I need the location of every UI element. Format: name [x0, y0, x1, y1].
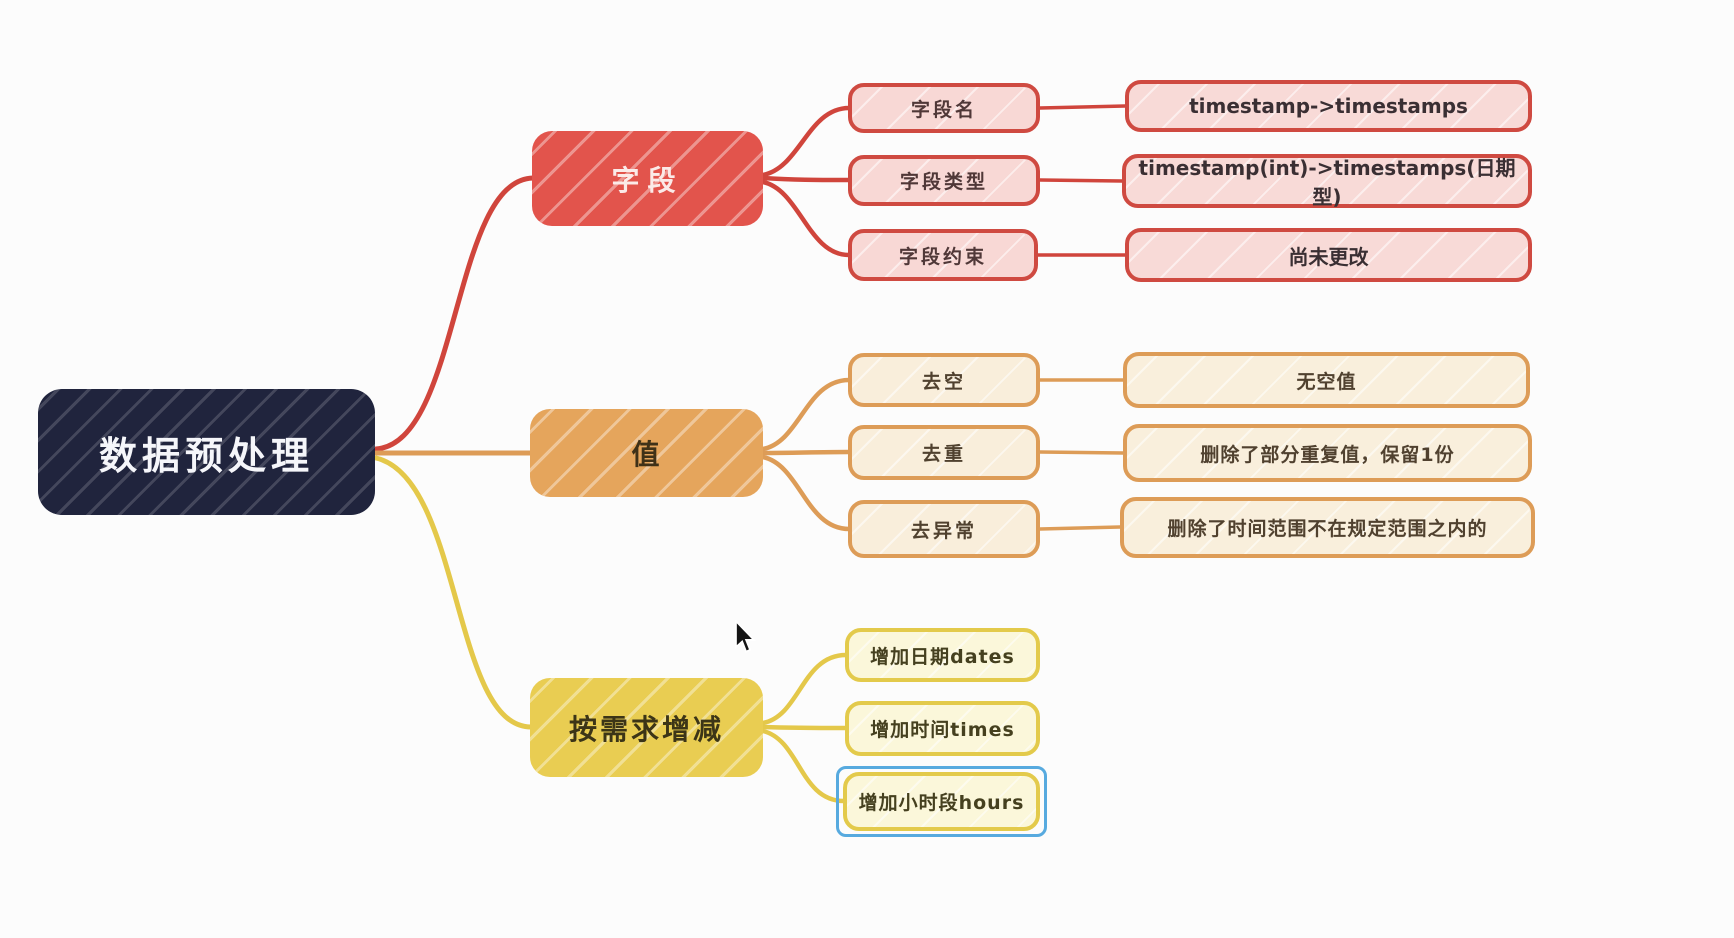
root-node[interactable]: 数据预处理 [38, 389, 375, 515]
connector-adjust-2 [760, 724, 849, 731]
connector-adjust-1 [760, 652, 849, 726]
child-node-add-times[interactable]: 增加时间times [845, 701, 1040, 756]
connector-fields-leaf-2 [1038, 178, 1124, 183]
branch-node-adjust[interactable]: 按需求增减 [530, 678, 763, 777]
connector-values-leaf-3 [1038, 525, 1122, 531]
leaf-node-field-type-detail-label: timestamp(int)->timestamps(日期型) [1138, 156, 1516, 209]
branch-node-values[interactable]: 值 [530, 409, 763, 497]
connector-fields-leaf-1 [1038, 104, 1127, 110]
selection-box [836, 766, 1047, 837]
connector-root-fields [373, 175, 536, 452]
connector-values-1 [760, 377, 852, 452]
branch-node-adjust-label: 按需求增减 [568, 712, 724, 746]
leaf-node-remove-null-detail[interactable]: 无空值 [1123, 352, 1530, 408]
child-node-field-type[interactable]: 字段类型 [848, 155, 1040, 206]
connector-fields-1 [760, 105, 852, 178]
child-node-dedupe[interactable]: 去重 [848, 425, 1040, 480]
child-node-field-type-label: 字段类型 [899, 171, 988, 193]
mouse-cursor [735, 620, 757, 653]
leaf-node-remove-outlier-detail[interactable]: 删除了时间范围不在规定范围之内的 [1120, 497, 1535, 558]
root-node-label: 数据预处理 [98, 433, 314, 478]
branch-node-fields-label: 字段 [611, 163, 684, 197]
connector-root-adjust [373, 455, 534, 730]
child-node-add-dates[interactable]: 增加日期dates [845, 628, 1040, 682]
branch-node-values-label: 值 [631, 438, 662, 471]
child-node-add-dates-label: 增加日期dates [870, 645, 1015, 668]
child-node-remove-null[interactable]: 去空 [848, 353, 1040, 407]
connector-adjust-3 [760, 728, 847, 804]
leaf-node-field-type-detail[interactable]: timestamp(int)->timestamps(日期型) [1122, 154, 1532, 209]
connector-values-3 [760, 454, 852, 532]
leaf-node-field-name-detail[interactable]: timestamp->timestamps [1125, 80, 1532, 132]
connector-fields-2 [760, 175, 852, 183]
leaf-node-remove-outlier-detail-label: 删除了时间范围不在规定范围之内的 [1167, 518, 1488, 540]
child-node-add-times-label: 增加时间times [870, 719, 1015, 741]
leaf-node-field-constraint-detail[interactable]: 尚未更改 [1125, 228, 1532, 282]
leaf-node-field-constraint-detail-label: 尚未更改 [1288, 244, 1369, 269]
child-node-field-name-label: 字段名 [910, 98, 977, 121]
child-node-add-hours-label: 增加小时段hours [858, 792, 1025, 814]
leaf-node-dedupe-detail[interactable]: 删除了部分重复值，保留1份 [1123, 424, 1532, 482]
child-node-remove-outlier-label: 去异常 [910, 519, 977, 542]
child-node-add-hours[interactable]: 增加小时段hours [843, 772, 1040, 831]
leaf-node-dedupe-detail-label: 删除了部分重复值，保留1份 [1200, 443, 1455, 466]
child-node-field-constraint-label: 字段约束 [898, 245, 987, 268]
leaf-node-remove-null-detail-label: 无空值 [1296, 370, 1357, 393]
child-node-remove-outlier[interactable]: 去异常 [848, 500, 1040, 558]
child-node-remove-null-label: 去空 [921, 370, 966, 393]
child-node-field-constraint[interactable]: 字段约束 [848, 229, 1038, 281]
connector-fields-3 [760, 179, 852, 258]
child-node-dedupe-label: 去重 [921, 443, 966, 465]
child-node-field-name[interactable]: 字段名 [848, 83, 1040, 133]
leaf-node-field-name-detail-label: timestamp->timestamps [1189, 94, 1468, 118]
connector-values-leaf-2 [1038, 450, 1125, 455]
connector-values-2 [760, 449, 852, 456]
branch-node-fields[interactable]: 字段 [532, 131, 763, 226]
